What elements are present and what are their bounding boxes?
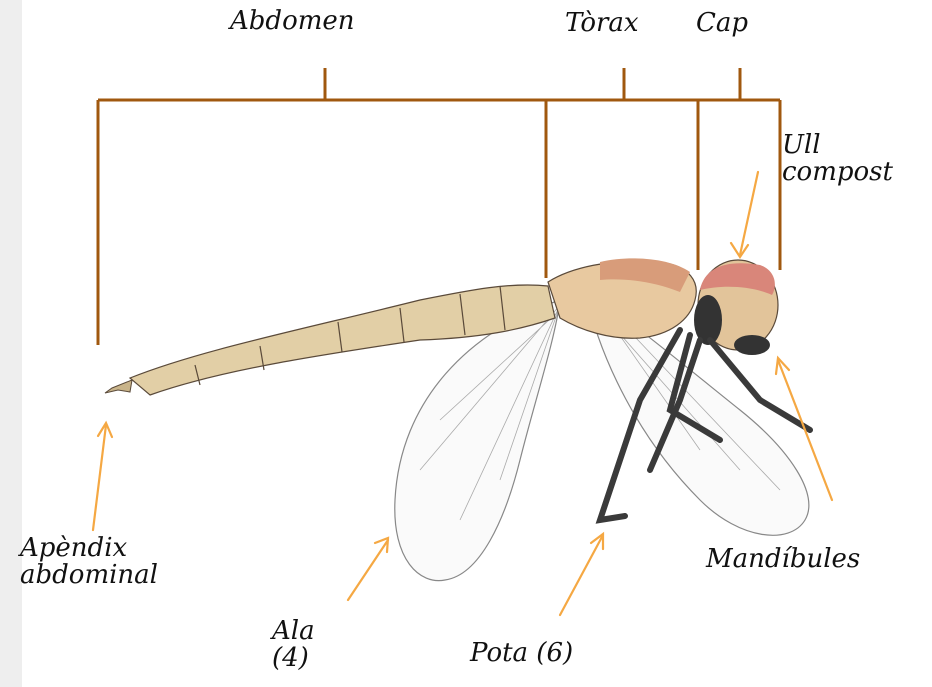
label-ala-line2: (4) <box>272 645 315 672</box>
label-ull-compost: Ull compost <box>782 132 893 187</box>
label-apendix-line2: abdominal <box>20 562 158 589</box>
arrow-apendix <box>93 423 112 530</box>
arrow-ala <box>348 538 388 600</box>
label-ala: Ala (4) <box>272 618 315 673</box>
arrow-pota <box>560 534 603 615</box>
label-ull-line1: Ull <box>782 132 893 159</box>
label-ull-line2: compost <box>782 159 893 186</box>
label-pota: Pota (6) <box>470 640 573 667</box>
label-apendix-line1: Apèndix <box>20 535 158 562</box>
label-cap: Cap <box>696 10 748 37</box>
label-abdomen: Abdomen <box>230 8 355 35</box>
label-apendix-abdominal: Apèndix abdominal <box>20 535 158 590</box>
arrow-ull-compost <box>731 172 758 257</box>
label-mandibules: Mandíbules <box>706 546 860 573</box>
label-torax: Tòrax <box>565 10 639 37</box>
label-ala-line1: Ala <box>272 618 315 645</box>
head-body <box>694 260 778 355</box>
wing-rear <box>395 300 560 581</box>
